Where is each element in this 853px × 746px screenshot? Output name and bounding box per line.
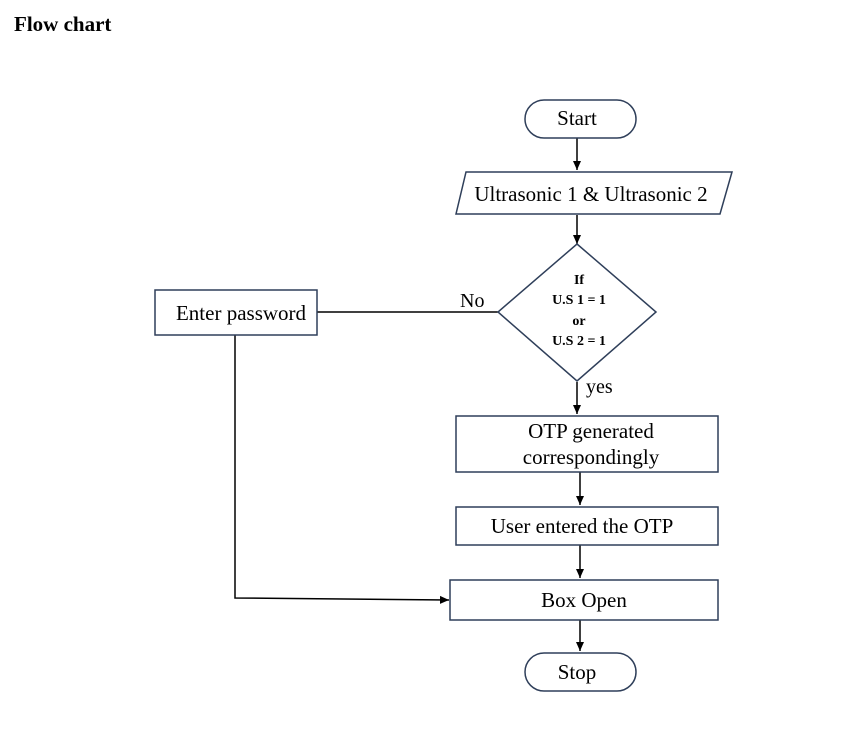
decision-node: If U.S 1 = 1 or U.S 2 = 1 <box>496 243 658 382</box>
box-open-node: Box Open <box>449 579 719 621</box>
decision-line-4: U.S 2 = 1 <box>552 334 606 349</box>
start-node: Start <box>524 99 637 139</box>
edge-password-to-box <box>234 335 450 604</box>
enter-password-label: Enter password <box>176 301 307 325</box>
box-open-label: Box Open <box>541 588 627 612</box>
stop-node: Stop <box>524 652 637 692</box>
user-entered-node: User entered the OTP <box>455 506 719 546</box>
decision-line-2: U.S 1 = 1 <box>552 293 606 308</box>
enter-password-node: Enter password <box>154 289 318 336</box>
yes-label: yes <box>586 376 613 398</box>
stop-label: Stop <box>558 660 597 684</box>
user-entered-label: User entered the OTP <box>491 514 674 538</box>
otp-generated-line-2: correspondingly <box>523 445 660 469</box>
page-title: Flow chart <box>14 12 112 36</box>
input-node: Ultrasonic 1 & Ultrasonic 2 <box>455 171 733 215</box>
no-label: No <box>460 290 484 312</box>
input-label: Ultrasonic 1 & Ultrasonic 2 <box>474 182 707 206</box>
start-label: Start <box>557 106 597 130</box>
otp-generated-line-1: OTP generated <box>528 419 654 443</box>
otp-generated-node: OTP generated correspondingly <box>455 415 719 473</box>
decision-line-1: If <box>574 273 584 288</box>
decision-line-3: or <box>572 314 585 329</box>
